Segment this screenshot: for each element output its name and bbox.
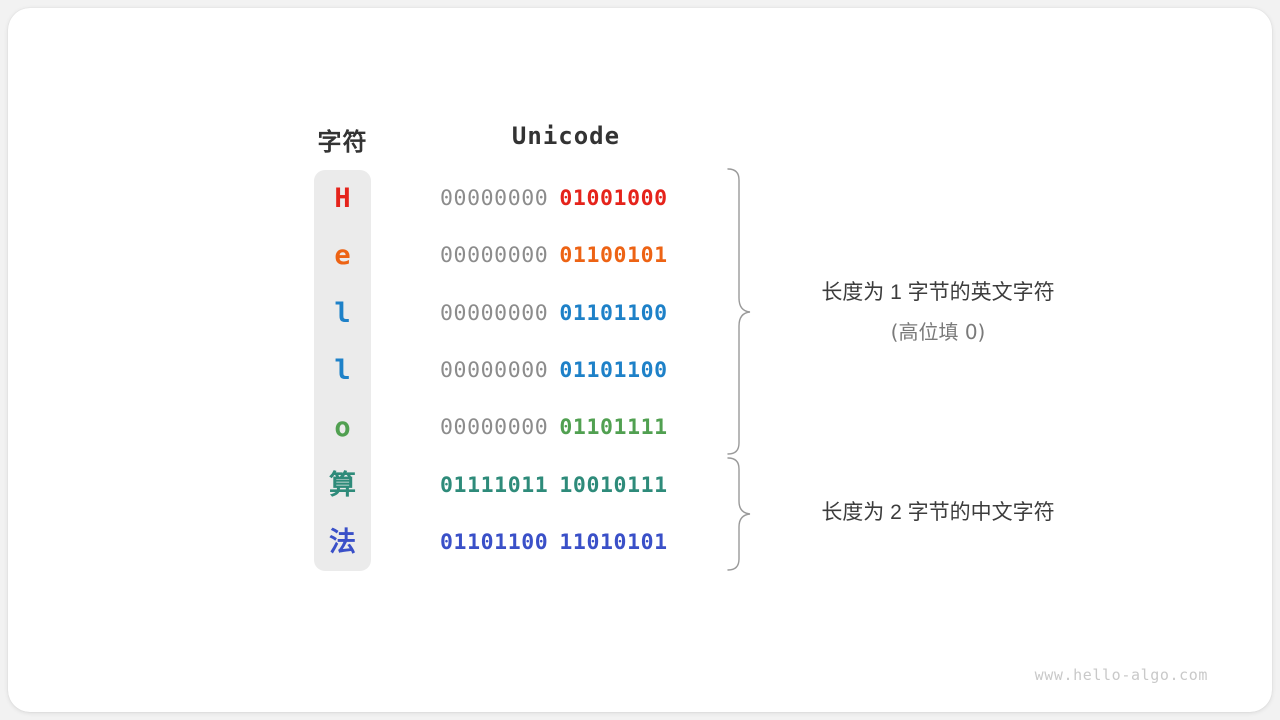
unicode-binary-row: 00000000 01100101 xyxy=(440,227,692,284)
unicode-low-byte: 10010111 xyxy=(559,472,668,498)
annotation-two-byte: 长度为 2 字节的中文字符 xyxy=(821,501,1055,524)
unicode-binary-row: 00000000 01101100 xyxy=(440,285,692,342)
brace-one-byte-group xyxy=(727,168,751,455)
unicode-low-byte: 01101100 xyxy=(559,357,668,383)
unicode-high-byte: 01111011 xyxy=(440,472,549,498)
unicode-low-byte: 01101100 xyxy=(559,300,668,326)
unicode-low-byte: 01001000 xyxy=(559,186,668,211)
unicode-low-byte: 01100101 xyxy=(559,243,668,269)
unicode-high-byte: 00000000 xyxy=(440,300,549,326)
unicode-high-byte: 00000000 xyxy=(440,186,549,211)
unicode-binary-row: 01101100 11010101 xyxy=(440,514,692,571)
unicode-high-byte: 01101100 xyxy=(440,529,549,555)
unicode-binary-row: 00000000 01101100 xyxy=(440,342,692,399)
character-cell: H xyxy=(334,183,351,214)
unicode-low-byte: 11010101 xyxy=(559,529,668,555)
character-cell: o xyxy=(334,412,351,444)
unicode-high-byte: 00000000 xyxy=(440,415,549,441)
character-cell: 法 xyxy=(329,526,356,558)
character-cell: l xyxy=(334,297,351,329)
annotation-one-byte: 长度为 1 字节的英文字符 (高位填 0) xyxy=(768,276,1108,345)
unicode-binary-row: 00000000 01101111 xyxy=(440,399,692,456)
brace-two-byte-group xyxy=(727,457,751,571)
unicode-high-byte: 00000000 xyxy=(440,243,549,269)
watermark-url: www.hello-algo.com xyxy=(1034,666,1208,684)
character-column-background xyxy=(314,170,371,571)
column-header-unicode: Unicode xyxy=(511,122,621,150)
unicode-binary-row: 01111011 10010111 xyxy=(440,457,692,514)
character-cell: 算 xyxy=(329,469,356,501)
unicode-binary-row: 00000000 01001000 xyxy=(440,170,692,227)
annotation-one-byte-main: 长度为 1 字节的英文字符 xyxy=(821,281,1055,304)
unicode-low-byte: 01101111 xyxy=(559,415,668,441)
column-header-character: 字符 xyxy=(317,129,368,156)
character-cell: l xyxy=(334,354,351,386)
annotation-one-byte-sub: (高位填 0) xyxy=(890,320,986,344)
unicode-high-byte: 00000000 xyxy=(440,357,549,383)
character-cell: e xyxy=(334,240,351,272)
